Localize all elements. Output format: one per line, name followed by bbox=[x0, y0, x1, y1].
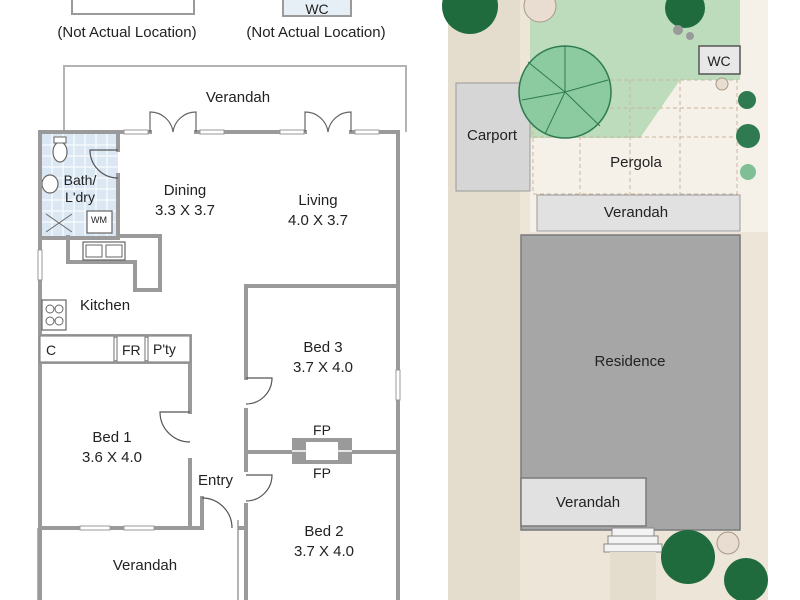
residence-label: Residence bbox=[594, 353, 666, 370]
living-room: Living 4.0 X 3.7 bbox=[288, 191, 348, 231]
site-wc-label: WC bbox=[707, 53, 731, 69]
bath-laundry-label: Bath/ L'dry bbox=[64, 172, 97, 206]
not-actual-location-note-left: (Not Actual Location) bbox=[57, 24, 197, 41]
bath-label: Bath/ bbox=[63, 172, 97, 188]
bed3-room: Bed 3 3.7 X 4.0 bbox=[293, 338, 353, 378]
site-plan-graphic bbox=[442, 0, 768, 600]
toilet-icon bbox=[52, 141, 68, 163]
sink-icon bbox=[82, 241, 126, 261]
inset-box-left bbox=[71, 0, 195, 15]
cupboard-box bbox=[39, 335, 115, 363]
laundry-label: L'dry bbox=[65, 189, 95, 205]
dining-size: 3.3 X 3.7 bbox=[154, 202, 216, 219]
front-verandah-shape bbox=[520, 477, 647, 527]
bed3-name: Bed 3 bbox=[303, 339, 343, 356]
stove-icon bbox=[41, 299, 67, 331]
site-front-verandah-label: Verandah bbox=[555, 494, 621, 511]
front-verandah-label: Verandah bbox=[112, 557, 178, 574]
site-rear-verandah-label: Verandah bbox=[603, 204, 669, 221]
fridge-label: FR bbox=[122, 342, 141, 358]
bed2-size: 3.7 X 4.0 bbox=[293, 543, 355, 560]
rear-verandah-shape bbox=[536, 194, 741, 232]
trees bbox=[442, 0, 768, 600]
washing-machine-icon bbox=[86, 210, 113, 234]
pantry-box bbox=[147, 335, 191, 363]
bed2-name: Bed 2 bbox=[304, 523, 344, 540]
wm-label: WM bbox=[91, 215, 107, 225]
floor-plan-graphic bbox=[37, 0, 407, 600]
bed3-size: 3.7 X 4.0 bbox=[292, 359, 354, 376]
not-actual-location-note-right: (Not Actual Location) bbox=[246, 24, 386, 41]
dining-name: Dining bbox=[163, 182, 207, 199]
basin-icon bbox=[41, 174, 59, 194]
dining-room: Dining 3.3 X 3.7 bbox=[155, 181, 215, 221]
french-doors bbox=[149, 111, 352, 133]
bed2-room: Bed 2 3.7 X 4.0 bbox=[294, 522, 354, 562]
pantry-label: P'ty bbox=[153, 341, 176, 357]
fridge-box bbox=[116, 335, 146, 363]
swing-doors bbox=[89, 149, 273, 529]
carport-shape bbox=[455, 82, 531, 192]
rear-verandah-label: Verandah bbox=[205, 89, 271, 106]
bed1-room: Bed 1 3.6 X 4.0 bbox=[82, 428, 142, 468]
wc-inset-label: WC bbox=[305, 1, 329, 17]
living-name: Living bbox=[298, 192, 338, 209]
wc-shape bbox=[698, 45, 741, 75]
rear-verandah-outline bbox=[63, 65, 407, 132]
front-steps bbox=[603, 527, 663, 553]
kitchen-label: Kitchen bbox=[80, 297, 131, 314]
fireplace-label-bed2: FP bbox=[313, 465, 331, 481]
cupboard-label: C bbox=[46, 342, 57, 358]
bed1-size: 3.6 X 4.0 bbox=[81, 449, 143, 466]
living-size: 4.0 X 3.7 bbox=[287, 212, 349, 229]
entry-label: Entry bbox=[198, 472, 234, 489]
inset-box-wc bbox=[282, 0, 352, 17]
pergola-label: Pergola bbox=[610, 154, 662, 171]
carport-label: Carport bbox=[466, 127, 518, 144]
bed1-name: Bed 1 bbox=[92, 429, 132, 446]
fireplace-label-bed3: FP bbox=[313, 422, 331, 438]
